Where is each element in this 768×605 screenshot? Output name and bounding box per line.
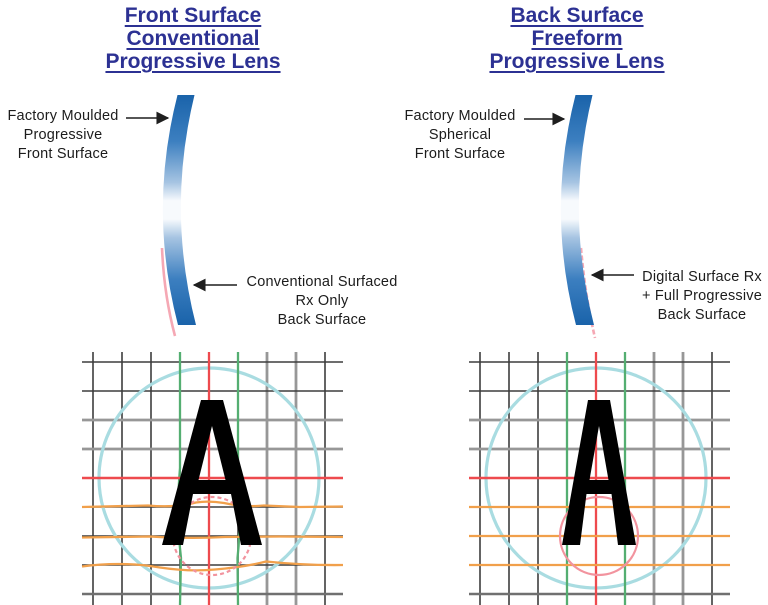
test-letter-A	[562, 400, 636, 545]
right-back-surface-label: Digital Surface Rx + Full Progressive Ba…	[641, 269, 763, 323]
left-lens-title: Front Surface Conventional Progressive L…	[105, 4, 281, 73]
left-back-surface-label: Conventional Surfaced Rx Only Back Surfa…	[246, 274, 398, 328]
left-back-surface-pink-line	[160, 247, 177, 337]
orange-distortion-line	[81, 500, 344, 509]
left-lens-cross-section	[126, 95, 237, 337]
right-lens-title: Back Surface Freeform Progressive Lens	[489, 4, 665, 73]
left-front-surface-label: Factory Moulded Progressive Front Surfac…	[7, 108, 119, 162]
orange-distortion-line	[81, 535, 344, 540]
orange-distortion-line	[81, 560, 344, 572]
distortion-grid-right	[469, 352, 730, 605]
right-lens-cross-section	[524, 95, 634, 339]
test-letter-A	[162, 400, 262, 545]
distortion-grid-left	[81, 352, 344, 605]
left-lens-body	[162, 95, 196, 325]
right-front-surface-label: Factory Moulded Spherical Front Surface	[404, 108, 516, 162]
near-zone-circle	[558, 495, 640, 577]
right-lens-body	[560, 95, 594, 325]
